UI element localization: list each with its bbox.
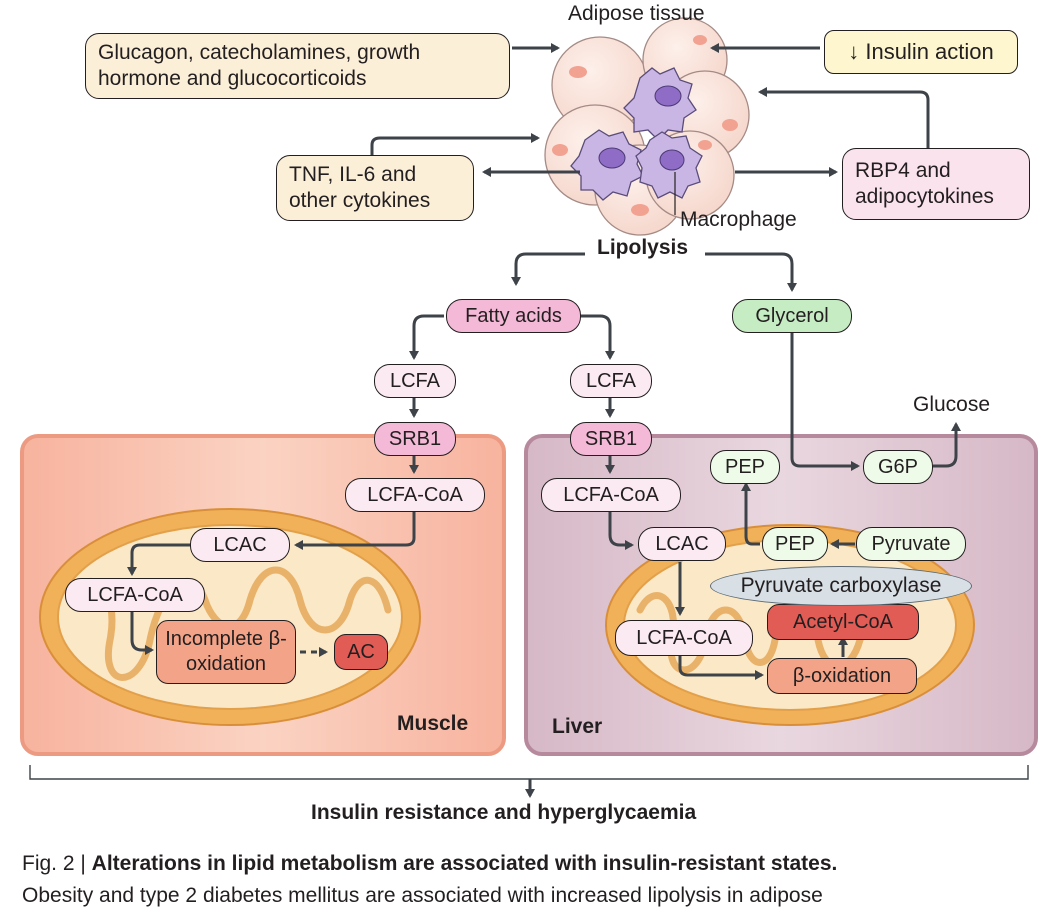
rbp4-box: RBP4 and adipocytokines <box>842 148 1030 220</box>
acetyl-coa-node: Acetyl-CoA <box>767 604 919 640</box>
lipolysis-label: Lipolysis <box>597 236 689 259</box>
pep-node-upper: PEP <box>710 450 780 484</box>
hormones-box: Glucagon, catecholamines, growth hormone… <box>85 33 510 99</box>
pep-node-lower: PEP <box>762 527 828 561</box>
figure-caption: Fig. 2 | Alterations in lipid metabolism… <box>22 852 837 876</box>
glycerol-node: Glycerol <box>732 299 852 333</box>
liver-label: Liver <box>552 715 603 738</box>
muscle-label: Muscle <box>397 712 469 735</box>
srb1-node-muscle: SRB1 <box>374 422 456 456</box>
cytokines-box: TNF, IL-6 and other cytokines <box>276 155 474 221</box>
srb1-node-liver: SRB1 <box>570 422 652 456</box>
beta-oxidation-node: β-oxidation <box>767 658 917 694</box>
lcfa-coa-node-muscle: LCFA-CoA <box>345 478 485 512</box>
fatty-acids-node: Fatty acids <box>446 299 581 333</box>
g6p-node: G6P <box>863 450 933 484</box>
lcfa-coa-node-liver: LCFA-CoA <box>541 478 681 512</box>
insulin-action-box: ↓ Insulin action <box>824 30 1018 74</box>
lcfa-node-muscle: LCFA <box>374 364 456 398</box>
adipose-cluster <box>544 17 750 236</box>
incomplete-beta-oxidation-node: Incomplete β-oxidation <box>156 620 296 684</box>
lcac-node-muscle: LCAC <box>190 528 290 562</box>
adipose-tissue-label: Adipose tissue <box>568 2 705 25</box>
pyruvate-node: Pyruvate <box>856 527 966 561</box>
outcome-label: Insulin resistance and hyperglycaemia <box>311 801 697 824</box>
figure-title: Alterations in lipid metabolism are asso… <box>91 852 838 875</box>
lcac-node-liver: LCAC <box>638 527 726 561</box>
glucose-label: Glucose <box>913 393 991 416</box>
lcfa-coa-node-liver-mito: LCFA-CoA <box>615 620 753 656</box>
connector-arrows <box>29 43 1029 798</box>
caption-partial-line: Obesity and type 2 diabetes mellitus are… <box>22 884 823 907</box>
figure-number: Fig. 2 | <box>22 852 92 875</box>
pyruvate-carboxylase-node: Pyruvate carboxylase <box>710 566 972 606</box>
lcfa-node-liver: LCFA <box>570 364 652 398</box>
lcfa-coa-node-muscle-mito: LCFA-CoA <box>65 578 205 612</box>
ac-node: AC <box>334 634 388 670</box>
macrophage-label: Macrophage <box>680 208 797 231</box>
